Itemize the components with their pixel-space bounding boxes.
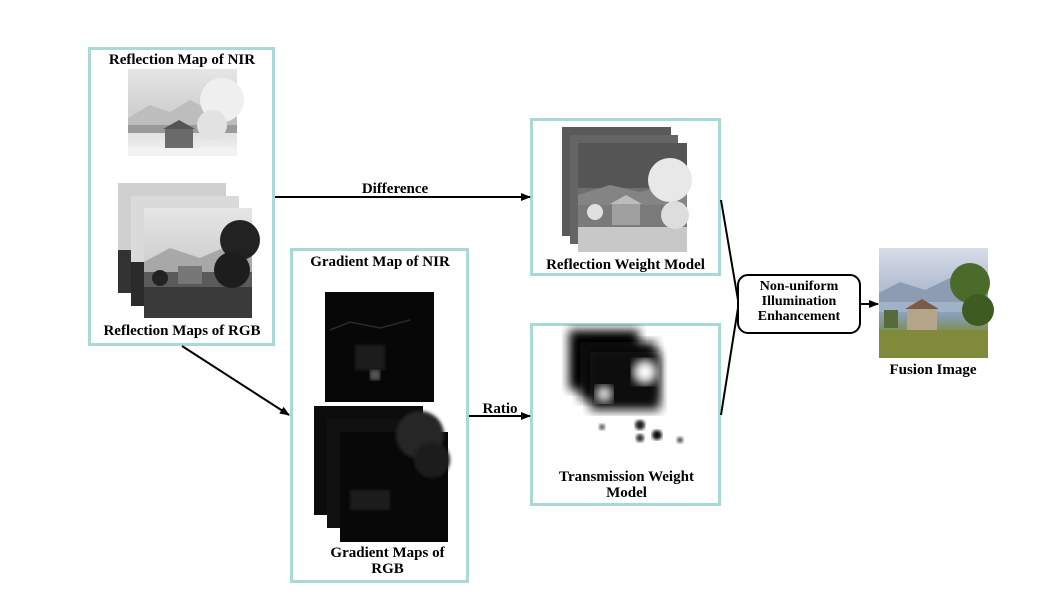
difference-label: Difference bbox=[361, 181, 429, 197]
ratio-label: Ratio bbox=[482, 401, 518, 417]
reflection-weight-stack bbox=[562, 127, 692, 252]
transmission-weight-label: Transmission Weight Model bbox=[559, 469, 694, 501]
fusion-label: Fusion Image bbox=[889, 362, 977, 378]
gradient-rgb-stack bbox=[314, 406, 450, 542]
transmission-weight-panel bbox=[530, 323, 721, 506]
fusion-image bbox=[879, 248, 994, 358]
reflection-to-enhancement-line bbox=[720, 199, 739, 301]
gradient-maps-panel bbox=[290, 248, 469, 583]
gradient-nir-image bbox=[325, 292, 434, 402]
reflection-nir-label: Reflection Map of NIR bbox=[108, 52, 256, 68]
enhancement-label: Non-uniform Illumination Enhancement bbox=[757, 279, 841, 324]
gradient-rgb-label: Gradient Maps of RGB bbox=[330, 545, 445, 577]
reflection-maps-panel bbox=[88, 47, 275, 346]
gradient-nir-label: Gradient Map of NIR bbox=[310, 254, 450, 270]
reflection-nir-image bbox=[128, 69, 244, 156]
transmission-weight-stack bbox=[567, 330, 683, 443]
reflection-weight-panel bbox=[530, 118, 721, 276]
reflection-rgb-label: Reflection Maps of RGB bbox=[103, 323, 261, 339]
reflection-weight-label: Reflection Weight Model bbox=[546, 257, 705, 273]
to-gradient-arrow bbox=[181, 345, 290, 416]
transmission-to-enhancement-line bbox=[720, 307, 739, 416]
reflection-rgb-stack bbox=[118, 183, 260, 318]
